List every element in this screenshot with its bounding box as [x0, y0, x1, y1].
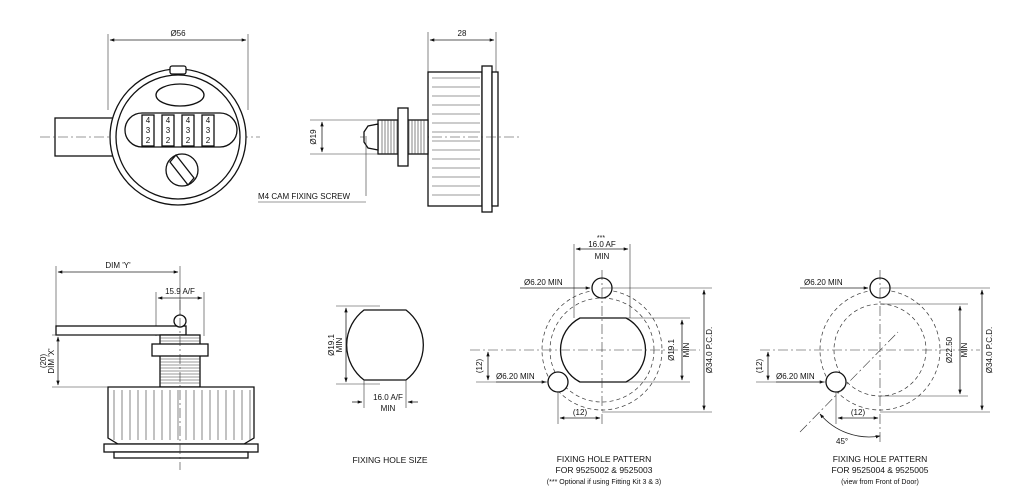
dim-af-min: MIN — [595, 252, 610, 261]
dial-digit: 4 — [206, 116, 211, 125]
dial-wheel-frame — [181, 114, 195, 147]
housing-ribs — [113, 390, 251, 440]
front-face — [491, 71, 499, 207]
dial-digit: 3 — [206, 126, 211, 135]
dim-bore-value: Ø19.1 — [667, 339, 676, 361]
fixing-hole-bottom — [547, 371, 569, 393]
caption-pattern-b-line2: FOR 9525004 & 9525005 — [832, 465, 929, 475]
dial-digit: 4 — [186, 116, 191, 125]
hole-bottom-label: Ø6.20 MIN — [776, 372, 815, 381]
front-bezel — [103, 443, 259, 453]
caption-pattern-b-note: (view from Front of Door) — [841, 479, 919, 486]
hex-nut — [397, 107, 409, 167]
dim-left-offset: (12) — [755, 359, 764, 374]
centre-line-diagonal — [799, 331, 899, 433]
angle-label: 45° — [836, 437, 848, 446]
dim-depth-label: 28 — [458, 29, 467, 38]
cam-fixing-screw — [363, 123, 379, 151]
dim-bore-min: MIN — [960, 342, 969, 357]
dim-pcd-label: Ø34.0 P.C.D. — [985, 327, 994, 374]
dial-digit: 2 — [186, 136, 191, 145]
dim-af-value: 16.0 AF — [588, 240, 616, 249]
dim-left-offset: (12) — [475, 359, 484, 374]
fixing-pattern-a: *** 16.0 AF MIN Ø6.20 MIN Ø6.20 MIN Ø19.… — [470, 235, 714, 486]
dim-height-min: MIN — [335, 337, 344, 352]
caption-pattern-a-line2: FOR 9525002 & 9525003 — [556, 465, 653, 475]
dial-digit: 2 — [206, 136, 211, 145]
fixing-hole-size: Ø19.1 MIN 16.0 A/F MIN FIXING HOLE SIZE — [327, 305, 428, 465]
housing-ribs — [432, 77, 480, 196]
callout-screw-label: M4 CAM FIXING SCREW — [258, 192, 350, 201]
dial-wheel-3[interactable]: 4 3 2 — [181, 114, 195, 147]
dim-bottom-offset: (12) — [851, 408, 866, 417]
caption-pattern-a-line1: FIXING HOLE PATTERN — [557, 454, 652, 464]
fixing-hole-outline — [346, 309, 424, 381]
dim-pcd-label: Ø34.0 P.C.D. — [705, 327, 714, 374]
caption-fixing-hole-size: FIXING HOLE SIZE — [352, 455, 427, 465]
front-bezel — [481, 65, 493, 213]
dim-bore-value: Ø22.50 — [945, 336, 954, 363]
front-view: Ø56 4 3 2 4 3 2 4 3 2 — [40, 29, 260, 206]
indicator-window — [155, 83, 205, 107]
knob-grip — [169, 153, 195, 187]
dim-diameter-label: Ø56 — [170, 29, 186, 38]
dim-x-value: (20) — [39, 354, 48, 369]
dial-digit: 3 — [146, 126, 151, 135]
lock-body-rim — [115, 74, 241, 200]
hole-bottom-label: Ø6.20 MIN — [496, 372, 535, 381]
dial-wheel-frame — [201, 114, 215, 147]
top-tab — [169, 65, 187, 75]
dim-x-label: DIM 'X' — [47, 348, 56, 374]
dim-y-label: DIM 'Y' — [105, 261, 131, 270]
dim-af-label: 15.9 A/F — [165, 287, 195, 296]
hole-top-label: Ø6.20 MIN — [524, 278, 563, 287]
dim-height-value: Ø19.1 — [327, 334, 336, 356]
dial-window — [124, 112, 238, 148]
dim-width-min: MIN — [381, 404, 396, 413]
dial-wheel-2[interactable]: 4 3 2 — [161, 114, 175, 147]
note-marker: *** — [597, 235, 605, 242]
dial-wheel-frame — [141, 114, 155, 147]
lower-side-view: DIM 'Y' 15.9 A/F (20) DIM 'X' — [39, 261, 259, 470]
dial-wheel-frame — [161, 114, 175, 147]
fixing-pattern-b: Ø6.20 MIN Ø6.20 MIN Ø22.50 MIN Ø34.0 P.C… — [755, 270, 994, 486]
turn-knob[interactable] — [165, 153, 199, 187]
dial-digit: 2 — [166, 136, 171, 145]
dim-shaft-label: Ø19 — [309, 129, 318, 145]
caption-pattern-a-note: (*** Optional if using Fitting Kit 3 & 3… — [547, 479, 661, 486]
dial-wheel-1[interactable]: 4 3 2 — [141, 114, 155, 147]
dial-digit: 3 — [166, 126, 171, 135]
side-view: 28 Ø19 M4 CAM FIXING SCREW — [258, 29, 520, 213]
dim-bottom-offset: (12) — [573, 408, 588, 417]
front-face — [113, 451, 249, 459]
dial-digit: 4 — [146, 116, 151, 125]
dim-width-value: 16.0 A/F — [373, 393, 403, 402]
caption-pattern-b-line1: FIXING HOLE PATTERN — [833, 454, 928, 464]
dial-digit: 4 — [166, 116, 171, 125]
fixing-hole-bottom — [825, 371, 847, 393]
cam-plate — [55, 325, 187, 336]
dial-digit: 3 — [186, 126, 191, 135]
dial-wheel-4[interactable]: 4 3 2 — [201, 114, 215, 147]
angle-arc — [819, 413, 881, 439]
hole-top-label: Ø6.20 MIN — [804, 278, 843, 287]
dial-digit: 2 — [146, 136, 151, 145]
dim-bore-min: MIN — [682, 342, 691, 357]
